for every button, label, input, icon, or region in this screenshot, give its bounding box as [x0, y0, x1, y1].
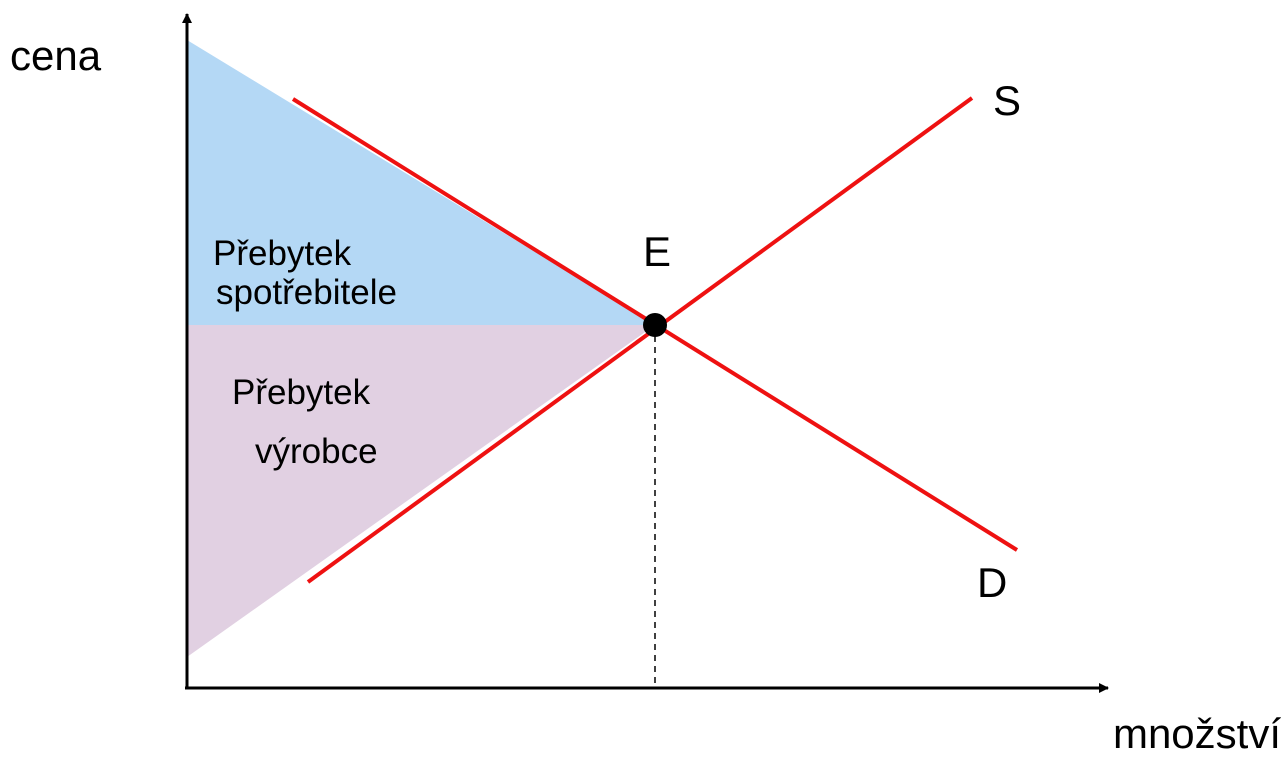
producer-surplus-label-line2: výrobce — [255, 432, 378, 471]
equilibrium-point — [643, 313, 667, 337]
consumer-surplus-label-line2: spotřebitele — [216, 273, 397, 312]
supply-label: S — [993, 77, 1021, 124]
equilibrium-label: E — [643, 228, 671, 275]
demand-label: D — [977, 559, 1007, 606]
producer-surplus-area — [187, 325, 655, 657]
y-axis-label: cena — [10, 32, 102, 79]
supply-curve — [306, 96, 974, 584]
consumer-surplus-label-line1: Přebytek — [213, 234, 352, 273]
producer-surplus-label-line1: Přebytek — [232, 373, 371, 412]
x-axis-label: množství — [1113, 710, 1281, 754]
